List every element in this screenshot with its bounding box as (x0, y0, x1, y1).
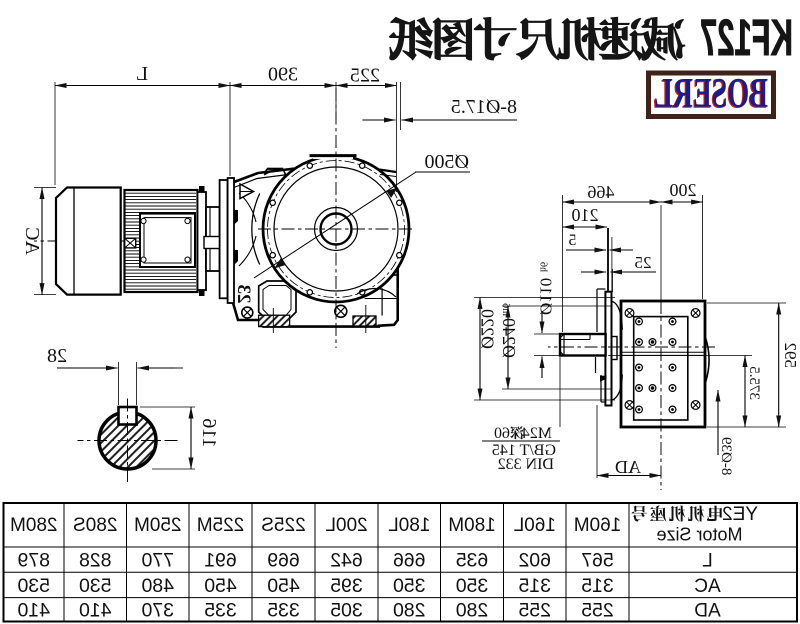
svg-text:666: 666 (393, 550, 426, 572)
svg-text:28: 28 (47, 345, 67, 367)
svg-text:AC: AC (694, 576, 720, 597)
svg-text:255: 255 (581, 600, 614, 622)
svg-text:225S: 225S (261, 515, 305, 536)
svg-text:315: 315 (518, 575, 551, 597)
svg-text:250M: 250M (134, 515, 182, 536)
svg-text:8-Ø17.5: 8-Ø17.5 (451, 96, 517, 118)
svg-text:8-Ø39: 8-Ø39 (718, 437, 734, 475)
svg-text:370: 370 (141, 600, 174, 622)
svg-text:691: 691 (204, 550, 237, 572)
svg-text:Ø110: Ø110 (537, 278, 556, 315)
svg-text:60: 60 (494, 425, 510, 442)
svg-text:450: 450 (204, 575, 237, 597)
svg-text:YE2: YE2 (722, 504, 758, 525)
svg-text:280S: 280S (73, 515, 117, 536)
svg-text:602: 602 (518, 550, 551, 572)
svg-text:480: 480 (141, 575, 174, 597)
svg-text:225: 225 (350, 65, 380, 87)
svg-text:450: 450 (267, 575, 300, 597)
svg-text:5: 5 (569, 232, 577, 249)
svg-text:AD: AD (694, 601, 720, 622)
svg-text:116: 116 (198, 418, 220, 447)
svg-text:Motor Size: Motor Size (656, 525, 742, 545)
svg-text:530: 530 (17, 575, 50, 597)
svg-text:410: 410 (79, 600, 112, 622)
svg-text:BOSERL: BOSERL (654, 71, 768, 117)
svg-text:160M: 160M (574, 515, 622, 536)
svg-text:200L: 200L (325, 515, 367, 536)
svg-text:635: 635 (456, 550, 489, 572)
svg-text:DIN 332: DIN 332 (498, 456, 554, 473)
svg-text:25: 25 (635, 253, 652, 272)
svg-text:180L: 180L (388, 515, 430, 536)
svg-text:280: 280 (456, 600, 489, 622)
svg-text:567: 567 (581, 550, 614, 572)
svg-text:350: 350 (456, 575, 489, 597)
svg-text:M24: M24 (522, 425, 552, 442)
svg-text:592: 592 (781, 343, 800, 369)
svg-text:h6: h6 (538, 262, 549, 272)
svg-text:669: 669 (267, 550, 300, 572)
svg-text:L: L (136, 63, 148, 85)
svg-text:180M: 180M (448, 515, 496, 536)
svg-text:879: 879 (17, 550, 50, 572)
svg-text:KF127: KF127 (700, 9, 793, 66)
svg-text:530: 530 (79, 575, 112, 597)
svg-text:AC: AC (21, 227, 43, 255)
svg-text:828: 828 (79, 550, 112, 572)
svg-text:255: 255 (518, 600, 551, 622)
svg-text:315: 315 (581, 575, 614, 597)
svg-text:375.5: 375.5 (746, 366, 762, 400)
svg-text:410: 410 (17, 600, 50, 622)
svg-text:23: 23 (233, 285, 254, 304)
svg-text:160L: 160L (514, 515, 556, 536)
svg-text:200: 200 (670, 180, 697, 200)
svg-text:390: 390 (268, 64, 298, 86)
svg-text:642: 642 (330, 550, 363, 572)
svg-text:280M: 280M (10, 515, 58, 536)
svg-text:770: 770 (141, 550, 174, 572)
svg-text:BOSERL: BOSERL (653, 72, 767, 118)
svg-text:335: 335 (267, 600, 300, 622)
svg-text:AD: AD (615, 457, 641, 477)
svg-text:Ø240: Ø240 (499, 318, 519, 358)
svg-text:Ø500: Ø500 (425, 151, 469, 173)
svg-text:m6: m6 (500, 303, 511, 316)
svg-text:466: 466 (588, 182, 615, 202)
svg-text:335: 335 (204, 600, 237, 622)
svg-text:395: 395 (330, 575, 363, 597)
svg-text:350: 350 (393, 575, 426, 597)
svg-text:GB/T 145: GB/T 145 (492, 442, 556, 459)
svg-text:225M: 225M (197, 515, 245, 536)
svg-text:L: L (702, 551, 713, 572)
svg-text:210: 210 (572, 205, 599, 225)
svg-text:305: 305 (330, 600, 363, 622)
svg-text:280: 280 (393, 600, 426, 622)
svg-text:Ø220: Ø220 (478, 309, 498, 349)
